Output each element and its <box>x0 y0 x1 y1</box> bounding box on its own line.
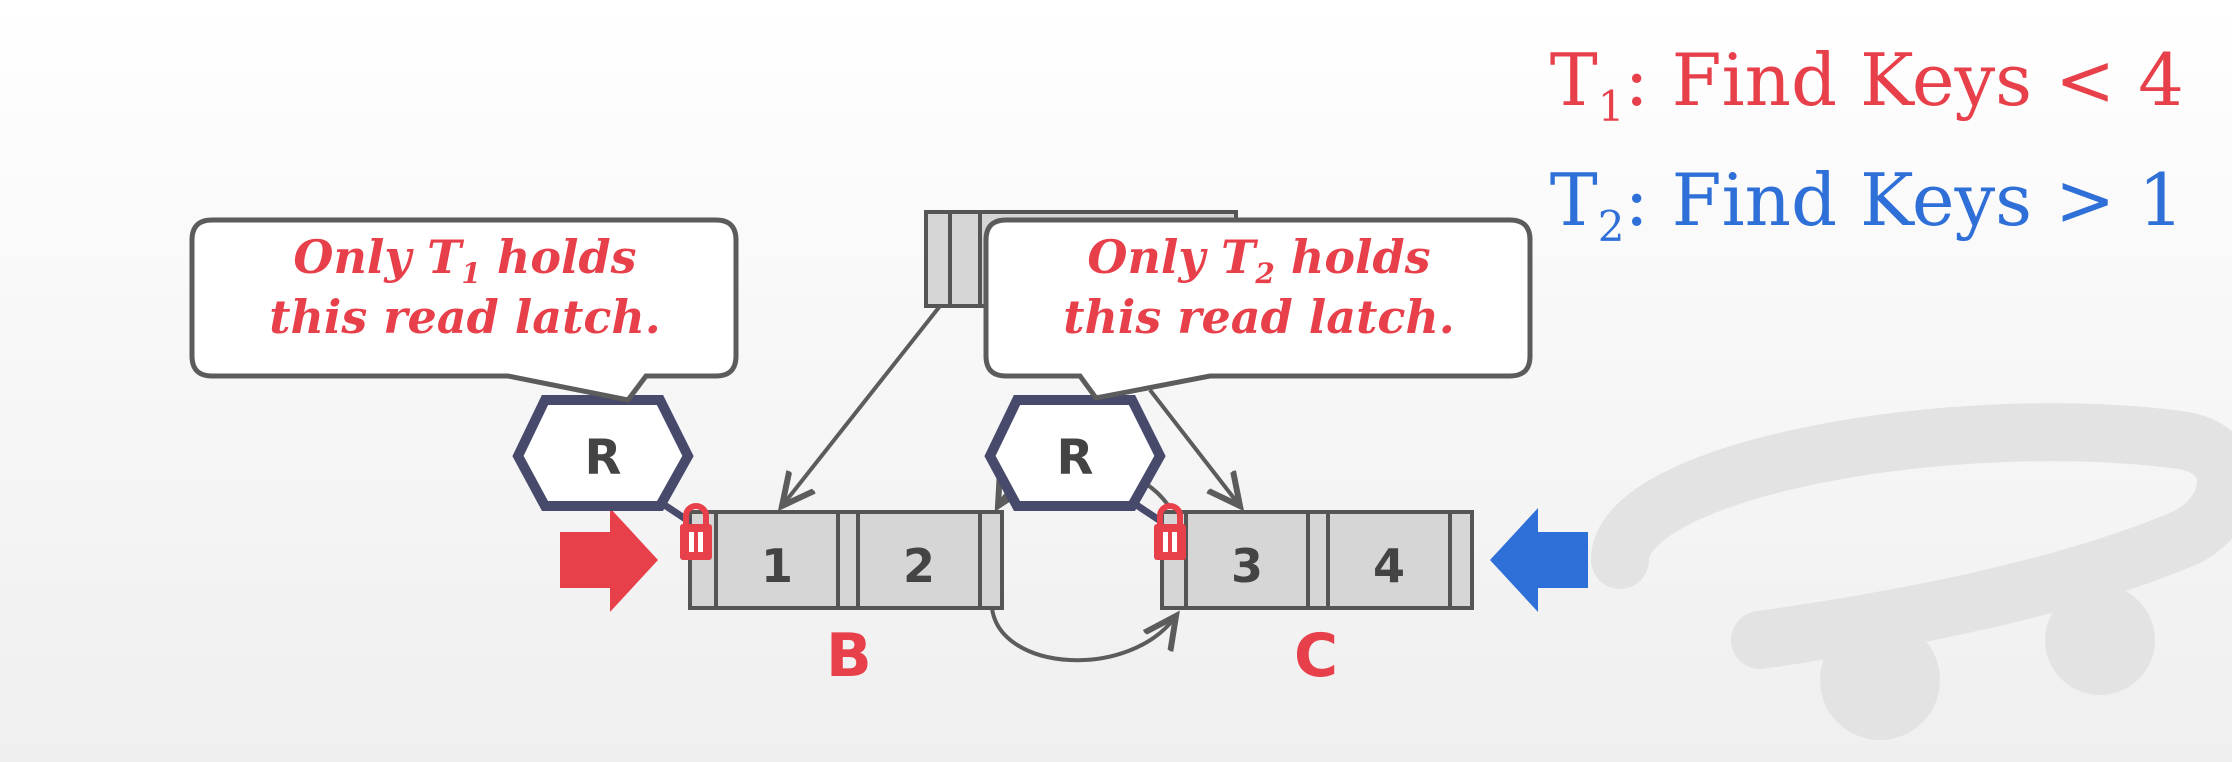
left-callout-line1: Only T1 holds <box>293 230 637 290</box>
root-to-b-arrow <box>782 304 942 506</box>
node-c-label: C <box>1294 621 1339 691</box>
node-c-key-4: 4 <box>1373 539 1405 593</box>
legend-t1: T1: Find Keys < 4 <box>1549 38 2184 131</box>
left-read-latch: R <box>512 395 694 511</box>
legend-t2: T2: Find Keys > 1 <box>1549 158 2184 251</box>
right-callout-text: Only T2 holds this read latch. <box>1004 230 1514 344</box>
lock-icon <box>680 503 712 560</box>
lock-icon <box>1154 503 1186 560</box>
root-to-c-arrow <box>1148 388 1240 506</box>
right-callout-bubble <box>983 217 1533 401</box>
node-c: 3 4 <box>1160 510 1474 610</box>
left-callout-bubble <box>189 217 739 403</box>
node-b-key-2: 2 <box>903 539 935 593</box>
node-b-label: B <box>826 621 872 691</box>
node-b-key-1: 1 <box>761 539 793 593</box>
right-latch-mode: R <box>1057 430 1094 486</box>
right-read-latch: R <box>984 395 1166 511</box>
arrow-right-icon <box>560 508 658 612</box>
arrow-left-icon <box>1490 508 1588 612</box>
left-latch-mode: R <box>585 430 622 486</box>
left-callout-text: Only T1 holds this read latch. <box>210 230 720 344</box>
right-callout-line1: Only T2 holds <box>1087 230 1431 290</box>
node-b: 1 2 <box>688 510 1004 610</box>
b-to-c-sibling-arrow <box>990 607 1176 663</box>
background-logo-swirl <box>1591 403 2232 740</box>
left-callout-line2: this read latch. <box>269 290 661 345</box>
right-callout-line2: this read latch. <box>1063 290 1455 345</box>
node-c-key-3: 3 <box>1231 539 1263 593</box>
